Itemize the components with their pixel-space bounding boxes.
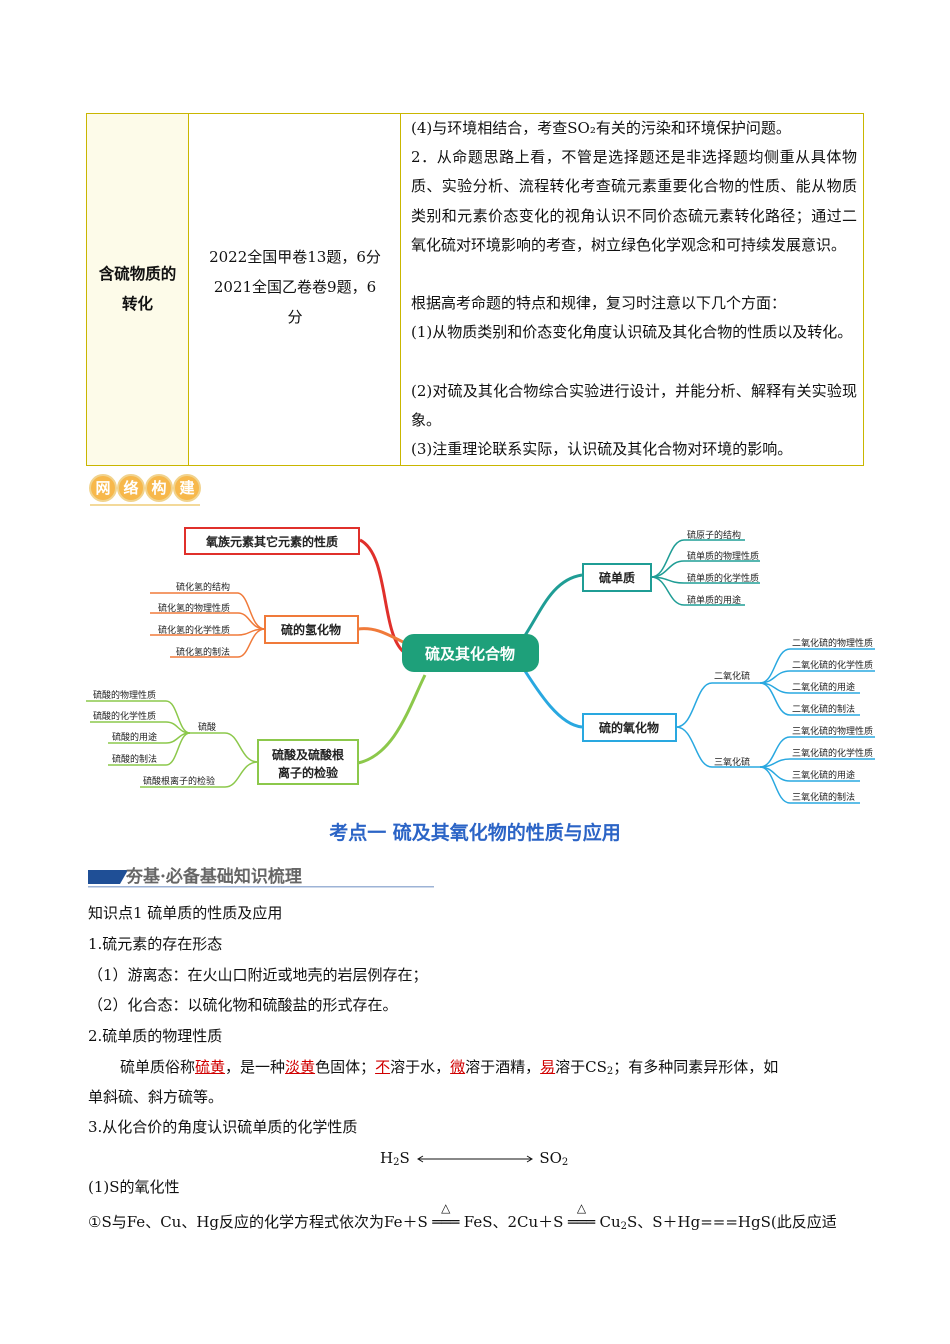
analysis-cell: (4)与环境相结合，考查SO₂有关的污染和环境保护问题。 2．从命题思路上看，不… — [401, 114, 863, 465]
mind-map: 硫及其化合物 氧族元素其它元素的性质 硫的氢化物 硫化氢的结构 硫化氢的物理性质… — [86, 527, 875, 804]
banner-char-2: 络 — [123, 479, 138, 497]
arrow-right-so: SO — [539, 1149, 562, 1167]
element-item-4: 硫单质的用途 — [687, 594, 741, 606]
so2-item-2: 二氧化硫的化学性质 — [792, 659, 873, 671]
network-banner: 网 络 构 建 — [89, 474, 201, 506]
center-node: 硫及其化合物 — [425, 645, 515, 663]
heat-equals-1: △═══ — [428, 1201, 464, 1232]
banner-char-3: 构 — [151, 479, 166, 497]
banner-char-1: 网 — [95, 479, 110, 497]
para-physical: 硫单质俗称硫黄，是一种淡黄色固体；不溶于水，微溶于酒精，易溶于CS2；有多种同素… — [120, 1057, 864, 1082]
arrow-right-sub: 2 — [561, 1157, 569, 1168]
element-node: 硫单质 — [599, 570, 635, 585]
analysis-line-5: (2)对硫及其化合物综合实验进行设计，并能分析、解释有关实验现象。 — [411, 382, 857, 430]
acid-node-line-1: 硫酸及硫酸根 — [272, 747, 344, 762]
analysis-line-2: 2．从命题思路上看，不管是选择题还是非选择题均侧重从具体物质、实验分析、流程转化… — [411, 148, 857, 254]
hydride-item-2: 硫化氢的物理性质 — [158, 602, 230, 614]
section-bar-text: 夯基·必备基础知识梳理 — [125, 866, 302, 887]
banner-char-4: 建 — [179, 479, 195, 497]
so3-item-3: 三氧化硫的用途 — [792, 769, 855, 781]
phys-key-insoluble: 不 — [375, 1058, 391, 1076]
phys-text-1: 硫单质俗称 — [120, 1058, 196, 1076]
phys-text-4: 溶于水， — [390, 1058, 451, 1076]
so3-sub-node: 三氧化硫 — [714, 756, 750, 768]
section-bar: 夯基·必备基础知识梳理 — [88, 866, 434, 888]
equation-line: ①S与Fe、Cu、Hg反应的化学方程式依次为Fe＋S△═══FeS、2Cu＋S△… — [88, 1201, 837, 1237]
so2-sub-node: 二氧化硫 — [714, 670, 750, 682]
heading-existence: 1.硫元素的存在形态 — [88, 935, 223, 953]
phys-text-6: 溶于CS — [555, 1058, 607, 1076]
topic-line-1: 含硫物质的 — [98, 265, 177, 283]
double-arrow-icon — [416, 1155, 533, 1163]
exam-line-2: 2021全国乙卷卷9题，6 — [213, 278, 377, 296]
element-item-1: 硫原子的结构 — [687, 529, 741, 541]
so2-item-1: 二氧化硫的物理性质 — [792, 637, 873, 649]
phys-text-5: 溶于酒精， — [465, 1058, 541, 1076]
so3-item-1: 三氧化硫的物理性质 — [792, 725, 873, 737]
para-free-state: （1）游离态：在火山口附近或地壳的岩层例存在； — [88, 966, 428, 984]
analysis-line-4: (1)从物质类别和价态变化角度认识硫及其化合物的性质以及转化。 — [411, 323, 853, 341]
phys-text-7: ；有多种同素异形体，如 — [613, 1058, 779, 1076]
analysis-line-6: (3)注重理论联系实际，认识硫及其化合物对环境的影响。 — [411, 440, 793, 458]
phys-text-2: ，是一种 — [225, 1058, 286, 1076]
eq-part-2: FeS、2Cu＋S — [463, 1213, 564, 1231]
acid-item-3: 硫酸的用途 — [112, 731, 157, 743]
delta-icon-2: △ — [576, 1201, 587, 1215]
so2-item-3: 二氧化硫的用途 — [792, 681, 855, 693]
topic-cell: 含硫物质的 转化 — [87, 114, 189, 465]
acid-item-1: 硫酸的物理性质 — [93, 689, 156, 701]
section-heading: 考点一 硫及其氧化物的性质与应用 — [329, 822, 621, 844]
so3-item-2: 三氧化硫的化学性质 — [792, 747, 873, 759]
element-item-2: 硫单质的物理性质 — [687, 550, 759, 562]
phys-sub-2: 2 — [606, 1066, 614, 1077]
acid-node-line-2: 离子的检验 — [278, 765, 339, 780]
exam-cell: 2022全国甲卷13题，6分 2021全国乙卷卷9题，6 分 — [189, 114, 401, 465]
valence-arrow: H2S SO2 — [380, 1148, 568, 1173]
acid-item-4: 硫酸的制法 — [112, 753, 157, 765]
so2-item-4: 二氧化硫的制法 — [792, 703, 855, 715]
exam-line-1: 2022全国甲卷13题，6分 — [209, 248, 381, 266]
acid-sub-node: 硫酸 — [198, 721, 216, 733]
hydride-node: 硫的氢化物 — [281, 622, 341, 637]
analysis-line-1: (4)与环境相结合，考查SO₂有关的污染和环境保护问题。 — [411, 119, 791, 137]
para-combined-state: （2）化合态：以硫化物和硫酸盐的形式存在。 — [88, 996, 398, 1014]
para-physical-2: 单斜硫、斜方硫等。 — [88, 1088, 224, 1106]
analysis-line-3: 根据高考命题的特点和规律，复习时注意以下几个方面： — [411, 294, 787, 312]
heading-physical: 2.硫单质的物理性质 — [88, 1027, 223, 1045]
acid-extra-item: 硫酸根离子的检验 — [143, 775, 215, 787]
hydride-item-3: 硫化氢的化学性质 — [158, 624, 230, 636]
heading-chemical: 3.从化合价的角度认识硫单质的化学性质 — [88, 1118, 358, 1136]
acid-item-2: 硫酸的化学性质 — [93, 710, 156, 722]
exam-table: 含硫物质的 转化 2022全国甲卷13题，6分 2021全国乙卷卷9题，6 分 … — [86, 113, 864, 466]
so3-item-4: 三氧化硫的制法 — [792, 791, 855, 803]
eq-part-4: S、S＋Hg===HgS(此反应适 — [626, 1213, 837, 1231]
phys-key-easily: 易 — [540, 1058, 556, 1076]
oxygen-group-node: 氧族元素其它元素的性质 — [205, 534, 338, 549]
topic-line-2: 转化 — [121, 295, 153, 313]
oxide-node: 硫的氧化物 — [599, 720, 659, 735]
eq-part-1: ①S与Fe、Cu、Hg反应的化学方程式依次为Fe＋S — [88, 1213, 428, 1231]
arrow-left-s: S — [399, 1149, 410, 1167]
arrow-left-h: H — [380, 1149, 394, 1167]
arrow-left-sub: 2 — [393, 1157, 400, 1168]
element-item-3: 硫单质的化学性质 — [687, 572, 759, 584]
hydride-item-1: 硫化氢的结构 — [176, 581, 230, 593]
heat-equals-2: △═══ — [563, 1201, 599, 1232]
phys-key-slightly: 微 — [450, 1058, 466, 1076]
heading-oxidizing: (1)S的氧化性 — [88, 1178, 180, 1196]
delta-icon-1: △ — [441, 1201, 451, 1215]
knowledge-point-1: 知识点1 硫单质的性质及应用 — [88, 904, 283, 922]
eq-part-3: Cu — [599, 1213, 621, 1231]
phys-key-yellow: 淡黄 — [285, 1058, 316, 1076]
phys-text-3: 色固体； — [315, 1058, 376, 1076]
eq-sub-2: 2 — [620, 1221, 627, 1232]
exam-line-3: 分 — [287, 308, 303, 326]
phys-key-sulfur: 硫黄 — [195, 1058, 226, 1076]
hydride-item-4: 硫化氢的制法 — [176, 646, 230, 658]
